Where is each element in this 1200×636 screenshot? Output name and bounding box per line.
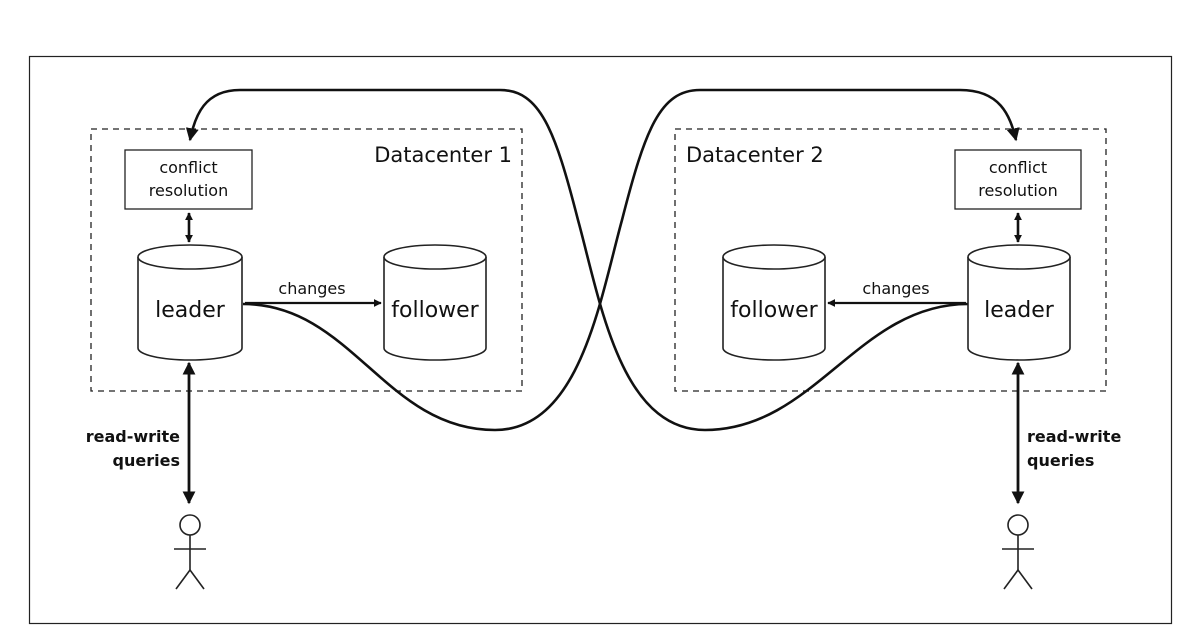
dc2-changes-label: changes (862, 279, 929, 298)
replication-curve-dc1-to-dc2 (242, 88, 1020, 432)
dc2-resolution-label: resolution (978, 181, 1057, 200)
datacenter1-boundary (90, 128, 523, 392)
dc2-follower-cylinder (722, 244, 826, 361)
right-read-write-label: read-write (1027, 427, 1121, 446)
dc1-conflict-label: conflict (159, 158, 217, 177)
datacenter1-title: Datacenter 1 (374, 143, 512, 167)
left-queries-label: queries (113, 451, 180, 470)
dc1-follower-label: follower (391, 298, 479, 323)
replication-curve-dc2-to-dc1 (185, 88, 969, 432)
left-read-write-label: read-write (86, 427, 180, 446)
dc2-leader-cylinder (967, 244, 1071, 361)
dc1-conflict-resolution-box (124, 149, 253, 210)
datacenter2-title: Datacenter 2 (686, 143, 824, 167)
left-user-icon (174, 514, 206, 590)
datacenter2-boundary (674, 128, 1107, 392)
dc2-conflict-resolution-box (954, 149, 1082, 210)
dc2-leader-label: leader (984, 298, 1055, 323)
dc1-follower-cylinder (383, 244, 487, 361)
right-queries-label: queries (1027, 451, 1094, 470)
dc2-follower-label: follower (730, 298, 818, 323)
right-user-icon (1002, 514, 1034, 590)
dc2-conflict-label: conflict (989, 158, 1047, 177)
dc1-changes-label: changes (278, 279, 345, 298)
outer-frame (28, 55, 1173, 625)
dc1-leader-cylinder (137, 244, 243, 361)
dc1-leader-label: leader (155, 298, 226, 323)
dc1-resolution-label: resolution (149, 181, 228, 200)
